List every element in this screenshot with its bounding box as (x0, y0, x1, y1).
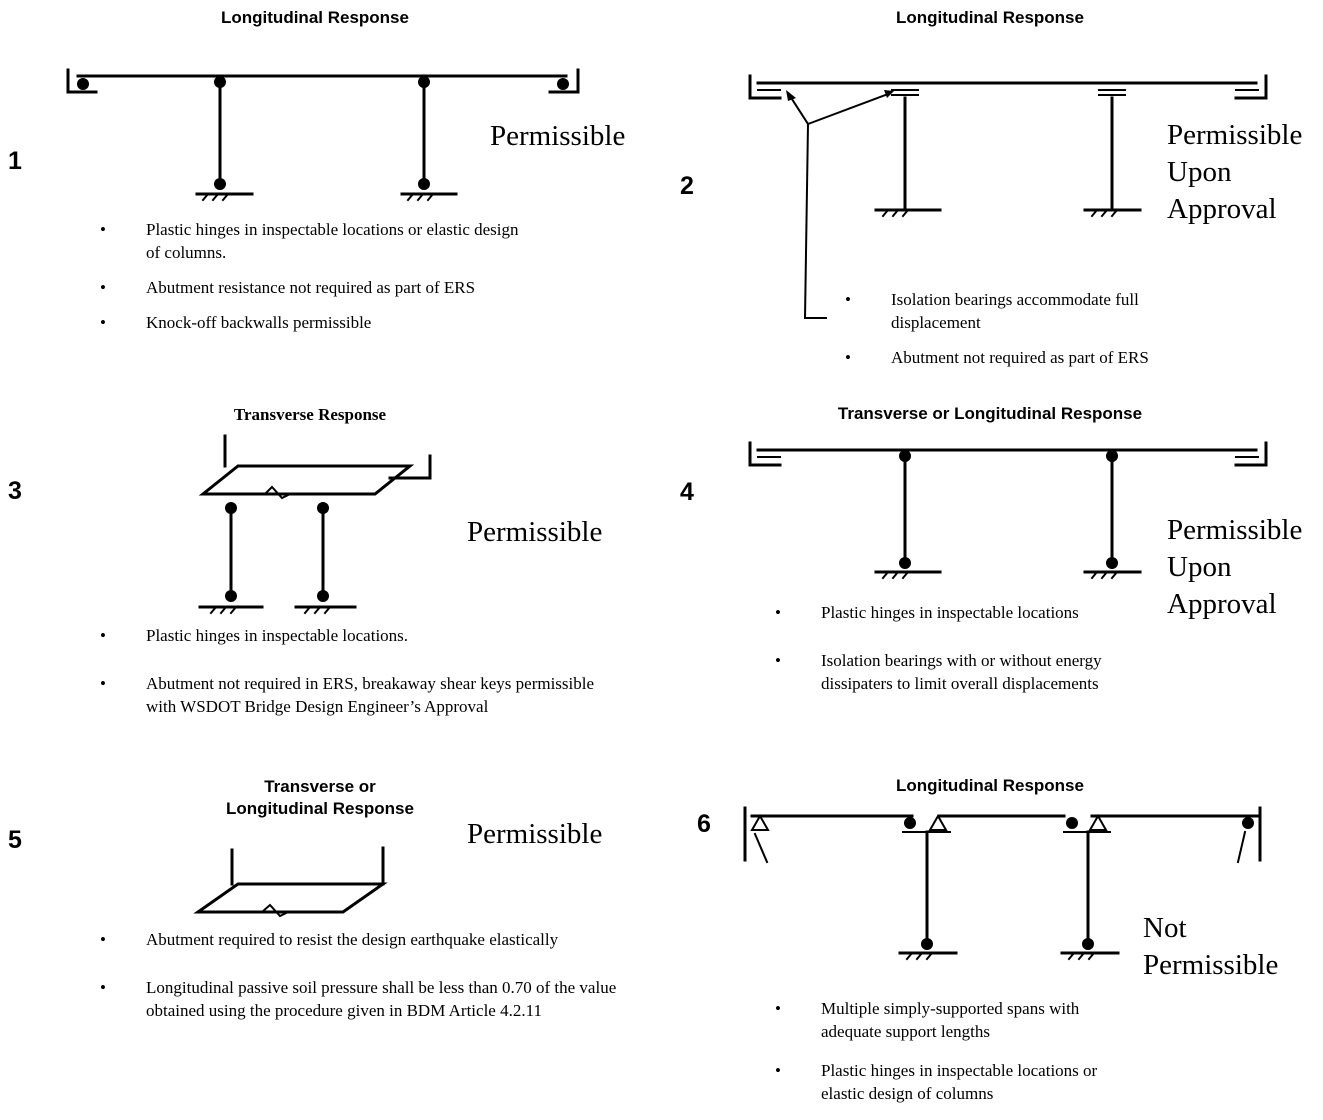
panel-4-number: 4 (680, 478, 694, 506)
panel-5-status: Permissible (467, 816, 602, 853)
panel-6-status-line-1: Not (1143, 912, 1187, 944)
panel-4-status-line-2: Upon (1167, 551, 1232, 583)
panel-1-status-line-1: Permissible (490, 120, 626, 152)
list-item: Abutment not required as part of ERS (845, 346, 1225, 369)
panel-6-number: 6 (697, 810, 711, 838)
panel-2-status-line-2: Upon (1167, 156, 1232, 188)
panel-5-header-line-2: Longitudinal Response (226, 799, 414, 818)
panel-2-number: 2 (680, 172, 694, 200)
list-item: Longitudinal passive soil pressure shall… (100, 976, 620, 1022)
list-item: Abutment resistance not required as part… (100, 276, 520, 299)
panel-6-bullets: Multiple simply-supported spans with ade… (775, 997, 1135, 1117)
panel-4-status: Permissible Upon Approval (1167, 512, 1302, 623)
panel-4-status-line-1: Permissible (1167, 514, 1303, 546)
list-item: Abutment required to resist the design e… (100, 928, 620, 951)
panel-2-bullets: Isolation bearings accommodate full disp… (845, 288, 1225, 381)
panel-1-status: Permissible (490, 118, 625, 155)
panel-5-header: Transverse or Longitudinal Response (170, 776, 470, 820)
list-item: Plastic hinges in inspectable locations. (100, 624, 620, 647)
list-item: Plastic hinges in inspectable locations (775, 601, 1105, 624)
panel-4-status-line-3: Approval (1167, 588, 1277, 620)
list-item: Plastic hinges in inspectable locations … (100, 218, 520, 264)
panel-5-header-line-1: Transverse or (264, 777, 376, 796)
panel-3-header: Transverse Response (233, 405, 387, 424)
list-item: Plastic hinges in inspectable locations … (775, 1059, 1135, 1105)
panel-6-header: Longitudinal Response (896, 776, 1084, 795)
panel-2-status: Permissible Upon Approval (1167, 117, 1302, 228)
panel-3-bullets: Plastic hinges in inspectable locations.… (100, 624, 620, 730)
panel-6-status: Not Permissible (1143, 910, 1278, 984)
list-item: Abutment not required in ERS, breakaway … (100, 672, 620, 718)
panel-4-bullets: Plastic hinges in inspectable locations … (775, 601, 1105, 707)
list-item: Multiple simply-supported spans with ade… (775, 997, 1135, 1043)
panel-2-status-line-1: Permissible (1167, 119, 1303, 151)
panel-1-header: Longitudinal Response (221, 8, 409, 27)
panel-3-number: 3 (8, 477, 22, 505)
panel-3-status: Permissible (467, 514, 602, 551)
panel-5-bullets: Abutment required to resist the design e… (100, 928, 620, 1034)
panel-3-status-line-1: Permissible (467, 516, 603, 548)
panel-5-number: 5 (8, 826, 22, 854)
list-item: Isolation bearings accommodate full disp… (845, 288, 1225, 334)
panel-1-bullets: Plastic hinges in inspectable locations … (100, 218, 520, 346)
panel-2-header: Longitudinal Response (896, 8, 1084, 27)
panel-5-status-line-1: Permissible (467, 818, 603, 850)
panel-1-number: 1 (8, 147, 22, 175)
panel-6-status-line-2: Permissible (1143, 949, 1279, 981)
list-item: Isolation bearings with or without energ… (775, 649, 1105, 695)
panel-2-status-line-3: Approval (1167, 193, 1277, 225)
panel-4-header: Transverse or Longitudinal Response (837, 404, 1143, 423)
list-item: Knock-off backwalls permissible (100, 311, 520, 334)
